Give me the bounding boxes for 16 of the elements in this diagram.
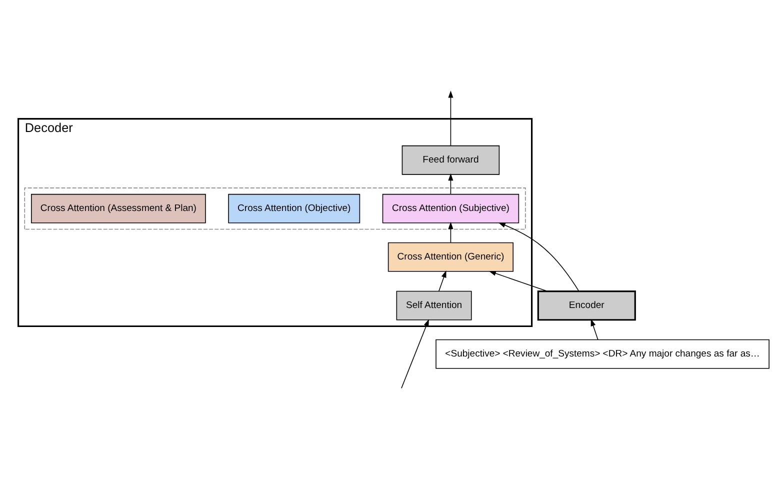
arrow — [448, 90, 454, 146]
node-box: Cross Attention (Generic) — [388, 242, 514, 272]
arrow — [448, 173, 454, 195]
node-box: Feed forward — [402, 145, 500, 175]
arrow — [448, 222, 454, 244]
node-box: Cross Attention (Objective) — [228, 194, 360, 224]
arrow — [498, 222, 580, 292]
arrow — [488, 270, 548, 292]
arrow — [590, 318, 598, 340]
node-box: Encoder — [537, 290, 636, 321]
arrow — [401, 319, 429, 389]
node-box: Self Attention — [396, 290, 472, 320]
node-box: Cross Attention (Subjective) — [382, 194, 520, 224]
node-box: Cross Attention (Assessment & Plan) — [31, 194, 206, 224]
arrow — [438, 270, 446, 292]
node-box: <Subjective> <Review_of_Systems> <DR> Any major changes as far as… — [436, 339, 770, 369]
